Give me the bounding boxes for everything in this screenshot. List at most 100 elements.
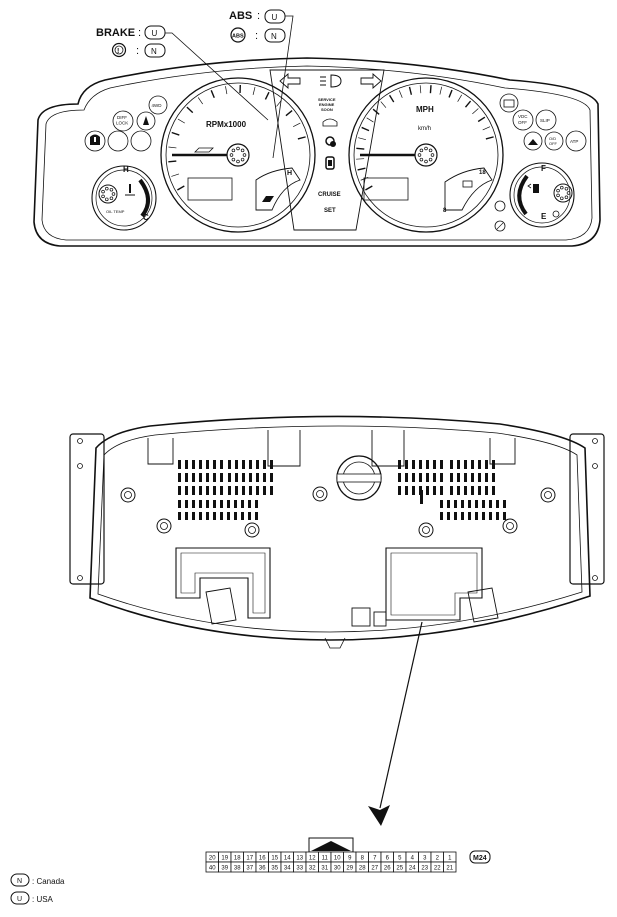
vent-slot: [468, 500, 471, 508]
svg-text:ATP: ATP: [570, 139, 578, 144]
service-text-1: SERVICE: [318, 97, 336, 102]
vent-slot: [464, 473, 467, 482]
gauge-tick: [388, 94, 395, 103]
legend-n-text: : Canada: [32, 877, 65, 886]
hub-dot: [419, 157, 424, 162]
hub-dot: [240, 157, 245, 162]
vent-slot: [496, 500, 499, 508]
svg-text:18: 18: [479, 170, 486, 176]
vent-slot: [242, 486, 245, 495]
gauge-tick: [210, 90, 215, 98]
seat-heat-lamp: [136, 111, 156, 131]
gauge-tick: [482, 126, 491, 131]
vent-slot: [405, 486, 408, 495]
svg-text:OIL TEMP: OIL TEMP: [106, 209, 125, 214]
tachometer: RPMx1000 H: [160, 77, 316, 233]
pin-number: 10: [334, 856, 341, 862]
svg-text:H: H: [287, 170, 292, 177]
vent-slot: [199, 500, 202, 508]
vent-slot: [220, 473, 223, 482]
blank-lamp-1: [107, 130, 129, 152]
left-mount-ear: [69, 433, 105, 585]
hub-dot: [109, 196, 114, 201]
vent-slot: [178, 500, 181, 508]
gauge-tick: [168, 146, 177, 149]
temperature-gauge: H C OIL TEMP: [91, 165, 157, 231]
gauge-tick: [485, 136, 494, 140]
gauge-tick: [171, 131, 180, 136]
svg-text::: :: [136, 45, 139, 57]
vent-slot: [235, 486, 238, 495]
vent-slot: [405, 460, 408, 469]
connector-leader-arrow: [368, 621, 423, 826]
svg-text:C: C: [143, 213, 149, 222]
gauge-tick: [398, 90, 403, 98]
screw-hole: [244, 522, 260, 538]
vent-slot: [234, 500, 237, 508]
vent-slot: [235, 473, 238, 482]
hub-dot: [417, 153, 422, 157]
pin-number: 33: [296, 866, 303, 872]
turn-right-icon: [360, 73, 382, 89]
gauge-tick: [366, 117, 374, 123]
vent-slot: [457, 473, 460, 482]
vent-slot: [206, 500, 209, 508]
vent-slot: [199, 460, 202, 469]
m24-connector-port: [373, 611, 387, 627]
pin-number: 40: [209, 866, 216, 872]
vent-slot: [220, 500, 223, 508]
pin-number: 26: [384, 866, 391, 872]
slip-lamp: [535, 109, 557, 131]
pin-number: 38: [234, 866, 241, 872]
vent-slot: [227, 512, 230, 520]
gauge-tick: [472, 108, 479, 115]
battery-lamp: [499, 93, 519, 113]
connector-id: M24: [473, 855, 487, 862]
blank-lamp-2: [130, 130, 152, 152]
atp-lamp: [565, 130, 587, 152]
vent-slot: [496, 512, 499, 520]
vent-slot: [213, 473, 216, 482]
vent-slot: [492, 460, 495, 469]
gauge-tick: [477, 116, 486, 123]
right-lower-housing: [385, 547, 483, 621]
vent-slot: [263, 486, 266, 495]
vent-slot: [256, 473, 259, 482]
hub-dot: [419, 148, 424, 153]
vent-slot: [433, 460, 436, 469]
battery-icon: [503, 99, 515, 108]
fuel-pump-icon: [533, 184, 539, 193]
svg-text:SLIP: SLIP: [540, 118, 550, 123]
gauge-tick: [372, 108, 380, 115]
svg-text:4WD: 4WD: [152, 103, 163, 108]
center-panel: [269, 69, 385, 231]
service-text-3: SOON: [321, 107, 333, 112]
pin-number: 25: [396, 866, 403, 872]
gauge-tick: [358, 137, 367, 141]
instrument-cluster-rear: [69, 415, 605, 649]
vent-slot: [185, 460, 188, 469]
vent-slot: [457, 486, 460, 495]
legend: N : Canada U : USA: [10, 873, 65, 905]
vent-slot: [213, 460, 216, 469]
brake-callout: BRAKE : U ! : N: [96, 25, 269, 121]
vent-slot: [440, 473, 443, 482]
pin-number: 39: [221, 866, 228, 872]
gauge-tick: [297, 136, 306, 140]
hub-dot: [428, 157, 433, 162]
trip-knob: [494, 200, 506, 212]
screw-hole: [312, 486, 328, 502]
tach-subgauge: [255, 167, 301, 211]
pin-number: 29: [346, 866, 353, 872]
fuel-gauge: F E: [509, 162, 575, 228]
vent-slot: [398, 460, 401, 469]
vent-slot: [482, 500, 485, 508]
pin-number: 37: [246, 866, 253, 872]
vent-slot: [178, 473, 181, 482]
vent-slot: [426, 473, 429, 482]
screw-hole: [156, 518, 172, 534]
vent-slot: [185, 512, 188, 520]
vent-slot: [471, 486, 474, 495]
vent-slot: [206, 460, 209, 469]
